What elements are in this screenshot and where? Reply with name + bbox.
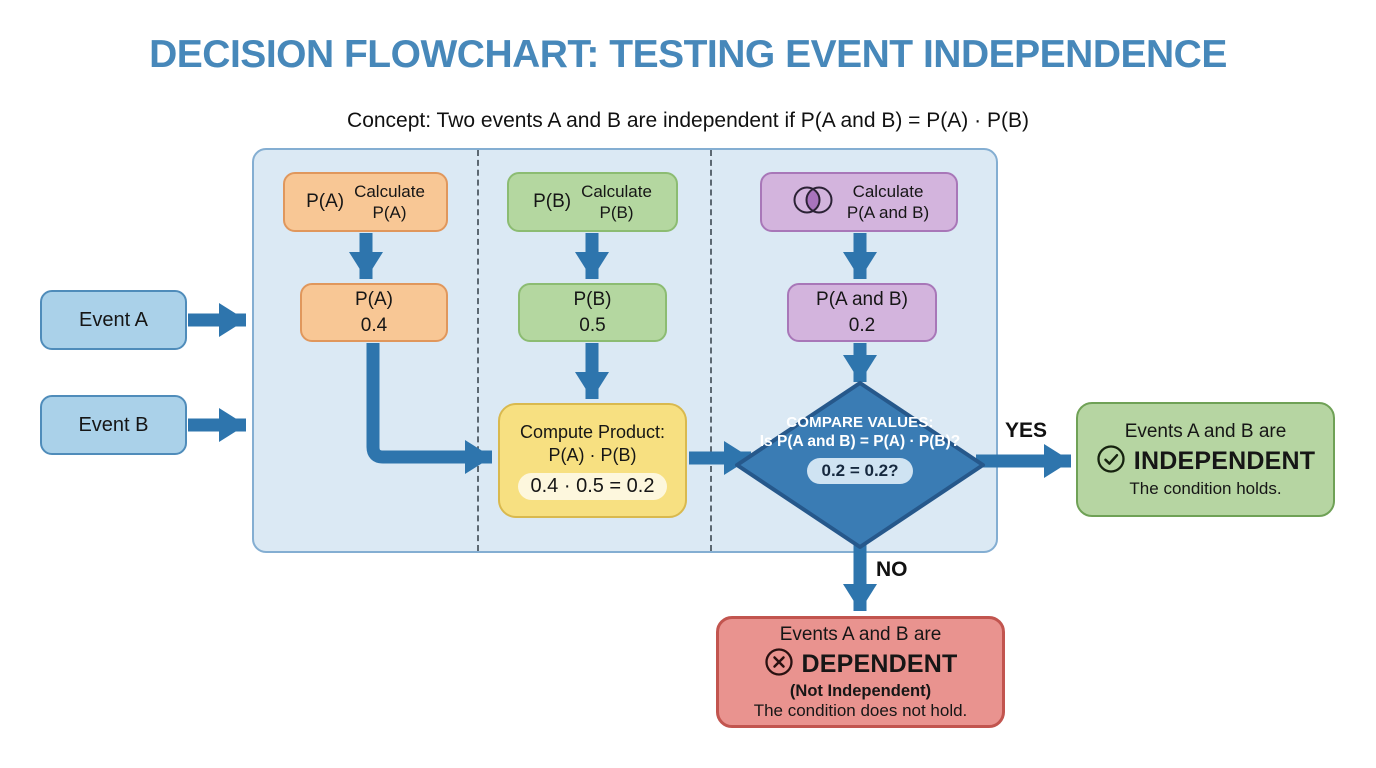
calculate-pab-label: Calculate P(A and B): [847, 181, 929, 224]
concept-subtitle: Concept: Two events A and B are independ…: [347, 109, 1029, 132]
independent-intro: Events A and B are: [1124, 420, 1287, 442]
page-title: DECISION FLOWCHART: TESTING EVENT INDEPE…: [149, 33, 1227, 76]
venn-intersection-icon: [789, 183, 837, 222]
independent-outcome-node: Events A and B are INDEPENDENT The condi…: [1076, 402, 1335, 517]
dependent-note: The condition does not hold.: [753, 700, 968, 720]
decision-line1: COMPARE VALUES:: [786, 414, 934, 431]
value-pa-label: P(A): [355, 288, 393, 310]
check-circle-icon: [1096, 444, 1126, 479]
yes-branch-label: YES: [1004, 419, 1048, 442]
independent-title: INDEPENDENT: [1133, 446, 1316, 475]
no-branch-label: NO: [876, 558, 908, 581]
dependent-outcome-node: Events A and B are DEPENDENT (Not Indepe…: [716, 616, 1005, 728]
value-pab-label: P(A and B): [816, 288, 908, 310]
calculate-pab-line1: Calculate: [852, 181, 924, 201]
value-pab-value: 0.2: [848, 314, 876, 336]
event-a-node: Event A: [40, 290, 187, 350]
compute-product-node: Compute Product: P(A) · P(B) 0.4 · 0.5 =…: [498, 403, 687, 518]
calculate-pa-line1: Calculate: [354, 181, 425, 201]
event-b-label: Event B: [78, 413, 149, 436]
event-a-label: Event A: [79, 308, 148, 331]
dependent-title: DEPENDENT: [801, 649, 958, 678]
value-pb-node: P(B) 0.5: [518, 283, 667, 342]
column-separator-2: [710, 150, 712, 551]
calculate-pa-node: P(A) Calculate P(A): [283, 172, 448, 232]
calculate-pa-label: Calculate P(A): [354, 181, 425, 224]
calculate-pab-node: Calculate P(A and B): [760, 172, 958, 232]
pa-badge: P(A): [306, 191, 345, 212]
value-pab-node: P(A and B) 0.2: [787, 283, 937, 342]
calculate-pb-label: Calculate P(B): [581, 181, 652, 224]
value-pa-node: P(A) 0.4: [300, 283, 448, 342]
event-b-node: Event B: [40, 395, 187, 455]
calculate-pb-node: P(B) Calculate P(B): [507, 172, 678, 232]
x-circle-icon: [764, 647, 794, 682]
calculate-pb-line2: P(B): [599, 203, 634, 222]
decision-line2: Is P(A and B) = P(A) · P(B)?: [759, 433, 961, 450]
dependent-intro: Events A and B are: [779, 623, 942, 645]
value-pb-value: 0.5: [579, 314, 606, 336]
pb-badge: P(B): [533, 191, 572, 212]
compute-line1: Compute Product:: [519, 422, 666, 442]
calculate-pab-line2: P(A and B): [846, 203, 930, 222]
calculate-pb-line1: Calculate: [581, 181, 652, 201]
value-pa-value: 0.4: [360, 314, 388, 336]
dependent-qualifier: (Not Independent): [789, 681, 932, 700]
compute-result: 0.4 · 0.5 = 0.2: [517, 473, 668, 500]
independent-note: The condition holds.: [1129, 478, 1282, 498]
decision-text: COMPARE VALUES: Is P(A and B) = P(A) · P…: [741, 414, 979, 484]
decision-check-pill: 0.2 = 0.2?: [807, 458, 913, 484]
calculate-pa-line2: P(A): [372, 203, 407, 222]
compute-line2: P(A) · P(B): [548, 444, 637, 465]
value-pb-label: P(B): [573, 288, 612, 310]
